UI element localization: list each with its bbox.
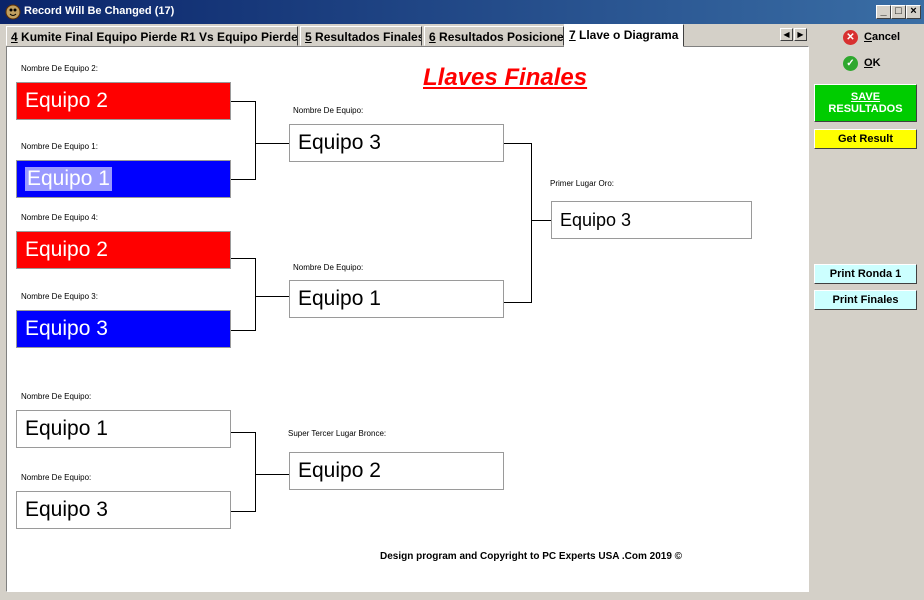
team-name: Equipo 2 [298, 459, 381, 482]
bracket-line [231, 511, 256, 512]
bracket-line [231, 432, 256, 433]
third-place-team-field[interactable]: Equipo 1 [16, 410, 231, 448]
bracket-line [531, 220, 551, 221]
tab-key: 6 [429, 30, 436, 44]
print-ronda-1-button[interactable]: Print Ronda 1 [814, 264, 917, 284]
team-name: Equipo 1 [25, 417, 108, 440]
tab-key: 4 [11, 30, 18, 44]
bracket-line [255, 296, 289, 297]
team-field-blue[interactable]: Equipo 1 [16, 160, 231, 198]
ok-button[interactable]: ✓ OK [843, 54, 881, 72]
team-name: Equipo 1 [298, 287, 381, 310]
bracket-line [255, 101, 256, 180]
minimize-button[interactable]: _ [876, 5, 891, 19]
tab-llave-diagrama[interactable]: 7 Llave o Diagrama [564, 24, 684, 47]
bronze-label: Super Tercer Lugar Bronce: [288, 429, 387, 438]
tab-resultados-finales[interactable]: 5 Resultados Finales [300, 26, 422, 46]
bracket-line [531, 143, 532, 303]
cancel-label: Cancel [864, 31, 901, 43]
window-title: Record Will Be Changed (17) [24, 5, 175, 17]
semi-team-field[interactable]: Equipo 1 [289, 280, 504, 318]
tab-resultados-posiciones[interactable]: 6 Resultados Posiciones [424, 26, 564, 46]
ok-label: OK [864, 57, 881, 69]
team-name: Equipo 2 [25, 89, 108, 112]
tab-label: Resultados Finales [311, 30, 422, 44]
maximize-button[interactable]: □ [891, 5, 906, 19]
team-label: Nombre De Equipo 2: [21, 64, 98, 73]
bracket-line [255, 474, 289, 475]
third-place-team-field[interactable]: Equipo 3 [16, 491, 231, 529]
team-field-red[interactable]: Equipo 2 [16, 82, 231, 120]
copyright-text: Design program and Copyright to PC Exper… [380, 551, 683, 562]
bracket-line [231, 258, 256, 259]
tab-scroll-right-icon[interactable]: ▶ [794, 28, 807, 41]
print-finales-button[interactable]: Print Finales [814, 290, 917, 310]
gold-label: Primer Lugar Oro: [550, 179, 615, 188]
bracket-line [231, 101, 256, 102]
cancel-button[interactable]: ✕ Cancel [843, 28, 900, 46]
gold-team-field[interactable]: Equipo 3 [551, 201, 752, 239]
tab-scroll: ◀ ▶ [780, 28, 808, 42]
bracket-line [255, 258, 256, 331]
tab-kumite-final[interactable]: 4 Kumite Final Equipo Pierde R1 Vs Equip… [6, 26, 298, 46]
tab-key: 7 [569, 28, 576, 42]
get-result-button[interactable]: Get Result [814, 129, 917, 149]
team-field-blue[interactable]: Equipo 3 [16, 310, 231, 348]
bronze-team-field[interactable]: Equipo 2 [289, 452, 504, 490]
tab-label: Kumite Final Equipo Pierde R1 Vs Equipo … [17, 30, 298, 44]
cancel-icon: ✕ [843, 29, 858, 45]
semi-team-field[interactable]: Equipo 3 [289, 124, 504, 162]
app-icon [5, 4, 21, 20]
close-button[interactable]: × [906, 5, 921, 19]
save-label-line2: RESULTADOS [828, 103, 903, 115]
ok-icon: ✓ [843, 55, 858, 71]
team-label: Nombre De Equipo: [293, 263, 364, 272]
save-resultados-button[interactable]: SAVE RESULTADOS [814, 84, 917, 122]
team-name: Equipo 3 [25, 317, 108, 340]
team-label: Nombre De Equipo: [21, 392, 92, 401]
bracket-line [504, 143, 532, 144]
bracket-line [255, 432, 256, 512]
team-label: Nombre De Equipo 4: [21, 213, 98, 222]
tab-scroll-left-icon[interactable]: ◀ [780, 28, 793, 41]
tab-label: Llave o Diagrama [575, 28, 679, 42]
team-label: Nombre De Equipo 1: [21, 142, 98, 151]
title-bar: Record Will Be Changed (17) _ □ × [0, 0, 924, 24]
bracket-line [504, 302, 532, 303]
team-name-selected: Equipo 1 [25, 167, 112, 191]
tab-key: 5 [305, 30, 312, 44]
team-label: Nombre De Equipo: [293, 106, 364, 115]
tab-label: Resultados Posiciones [435, 30, 564, 44]
bracket-line [255, 143, 289, 144]
team-label: Nombre De Equipo 3: [21, 292, 98, 301]
bracket-line [231, 179, 256, 180]
team-name: Equipo 3 [298, 131, 381, 154]
team-name: Equipo 2 [25, 238, 108, 261]
team-name: Equipo 3 [560, 209, 632, 230]
team-name: Equipo 3 [25, 498, 108, 521]
bracket-title: Llaves Finales [423, 64, 588, 91]
bracket-line [231, 330, 256, 331]
team-field-red[interactable]: Equipo 2 [16, 231, 231, 269]
save-label-line1: SAVE [850, 91, 881, 103]
team-label: Nombre De Equipo: [21, 473, 92, 482]
